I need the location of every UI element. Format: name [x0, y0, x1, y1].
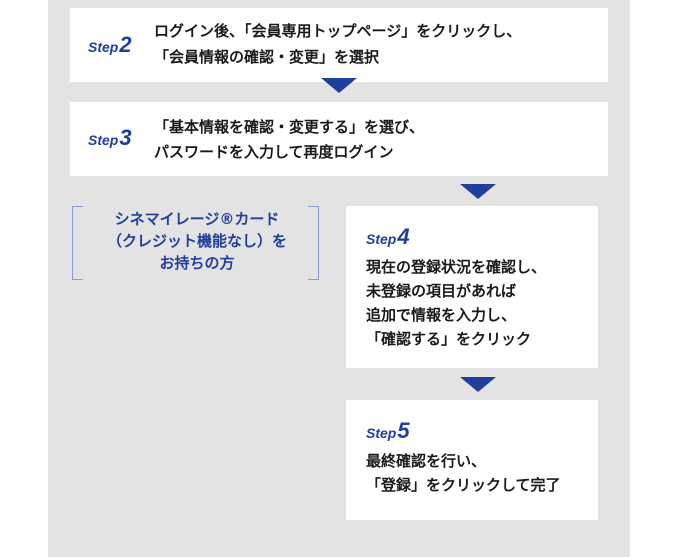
step2-card: Step2 ログイン後、「会員専用トップページ」をクリックし、 「会員情報の確認…	[70, 8, 608, 82]
cinema-note-line2: （クレジット機能なし）を	[106, 232, 287, 250]
cinema-mileage-note: シネマイレージ®カード （クレジット機能なし）を お持ちの方	[82, 208, 312, 274]
step5-label: Step5	[366, 418, 410, 444]
note-bracket-left	[72, 206, 83, 280]
down-arrow-icon	[460, 184, 496, 199]
down-arrow-icon	[460, 377, 496, 392]
step5-number: 5	[397, 418, 410, 443]
step4-card: Step4 現在の登録状況を確認し、 未登録の項目があれば 追加で情報を入力し、…	[346, 206, 598, 368]
step5-word: Step	[366, 425, 397, 441]
step2-word: Step	[88, 39, 119, 55]
down-arrow-icon	[321, 78, 357, 93]
step4-text-line4: 「確認する」をクリック	[366, 330, 532, 348]
note-bracket-right	[308, 206, 319, 280]
step2-text-line2: 「会員情報の確認・変更」を選択	[154, 48, 380, 66]
step4-text-line2: 未登録の項目があれば	[366, 282, 517, 300]
step5-card: Step5 最終確認を行い、 「登録」をクリックして完了	[346, 400, 598, 520]
step2-number: 2	[119, 32, 132, 57]
cinema-note-line1: シネマイレージ®カード	[114, 210, 280, 228]
step4-number: 4	[397, 224, 410, 249]
step4-text-line3: 追加で情報を入力し、	[366, 306, 517, 324]
cinema-note-line3: お持ちの方	[159, 254, 235, 272]
step3-text-line2: パスワードを入力して再度ログイン	[154, 143, 394, 161]
step3-text-line1: 「基本情報を確認・変更する」を選び、	[154, 118, 425, 136]
step5-text-line2: 「登録」をクリックして完了	[366, 476, 561, 494]
step4-label: Step4	[366, 224, 410, 250]
step3-number: 3	[119, 125, 132, 150]
step3-word: Step	[88, 132, 119, 148]
step4-word: Step	[366, 231, 397, 247]
step5-text-line1: 最終確認を行い、	[366, 452, 487, 470]
step3-card: Step3 「基本情報を確認・変更する」を選び、 パスワードを入力して再度ログイ…	[70, 102, 608, 176]
step4-text-line1: 現在の登録状況を確認し、	[366, 258, 547, 276]
step2-label: Step2	[88, 32, 132, 58]
step2-text-line1: ログイン後、「会員専用トップページ」をクリックし、	[154, 22, 522, 40]
step3-label: Step3	[88, 125, 132, 151]
